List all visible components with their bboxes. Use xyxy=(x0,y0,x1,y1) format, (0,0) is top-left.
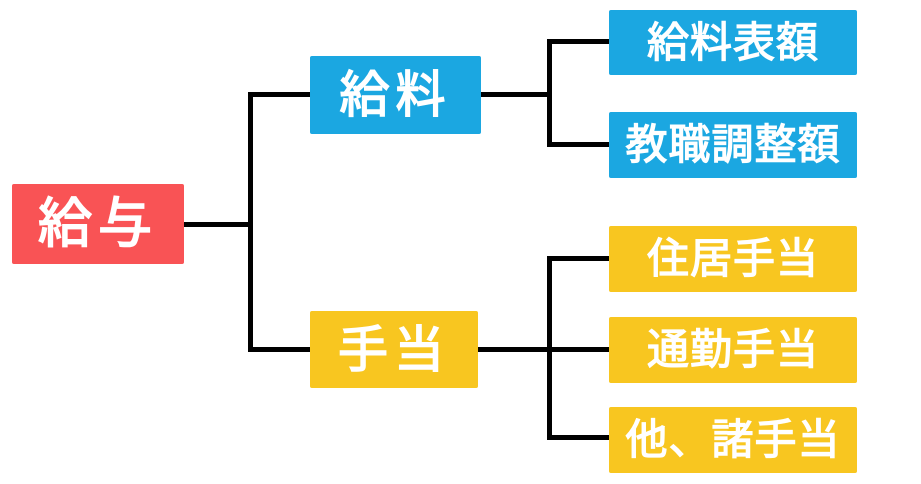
node-jukyo-teate: 住居手当 xyxy=(609,226,857,292)
connector-line xyxy=(248,347,310,352)
node-ta-shoteate: 他、諸手当 xyxy=(609,407,857,473)
connector-line xyxy=(547,256,609,261)
connector-line xyxy=(481,92,552,97)
connector-line xyxy=(184,222,253,227)
node-tsukin-teate: 通勤手当 xyxy=(609,317,857,383)
node-kyoshoku-choseigaku: 教職調整額 xyxy=(609,112,857,178)
node-kyuryo: 給料 xyxy=(310,56,481,134)
connector-line xyxy=(248,92,253,352)
connector-line xyxy=(248,92,310,97)
connector-line xyxy=(547,142,609,147)
connector-line xyxy=(547,39,609,44)
node-kyuryo-hyogaku: 給料表額 xyxy=(609,10,857,75)
node-teate: 手当 xyxy=(310,311,478,388)
node-kyuyo-root: 給与 xyxy=(12,184,184,264)
connector-line xyxy=(478,347,552,352)
connector-line xyxy=(547,435,609,440)
connector-line xyxy=(547,347,609,352)
connector-line xyxy=(547,39,552,147)
